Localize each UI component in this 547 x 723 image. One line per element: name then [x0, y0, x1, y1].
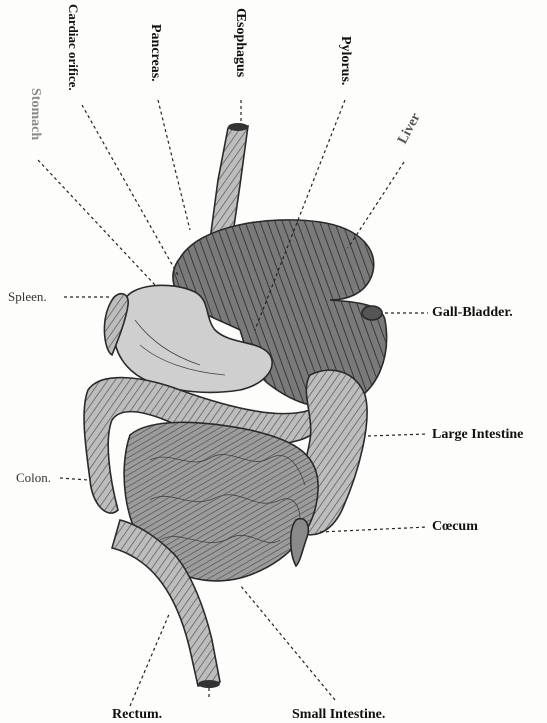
cardiac-leader	[82, 105, 178, 275]
small-intestine-leader	[240, 585, 335, 700]
rectum-opening	[198, 680, 220, 688]
label-colon: Colon.	[16, 471, 51, 484]
colon-leader	[60, 478, 88, 480]
label-oesophagus: Œsophagus	[233, 8, 247, 77]
label-stomach: Stomach	[28, 88, 42, 140]
oesophagus-opening	[228, 123, 248, 131]
label-large-intestine: Large Intestine	[432, 428, 523, 442]
gall-bladder-shape	[362, 306, 382, 320]
pancreas-leader	[158, 100, 190, 230]
label-pylorus: Pylorus.	[338, 36, 352, 85]
large-intestine-leader	[368, 434, 428, 436]
label-caecum: Cœcum	[432, 520, 478, 534]
label-gall-bladder: Gall-Bladder.	[432, 306, 513, 320]
caecum-leader	[320, 527, 428, 532]
label-cardiac-orifice: Cardiac orifice.	[67, 4, 80, 104]
caecum-shape	[291, 519, 309, 566]
label-spleen: Spleen.	[8, 290, 47, 303]
label-rectum: Rectum.	[112, 708, 162, 722]
rectum-leader	[130, 612, 170, 706]
label-pancreas: Pancreas.	[148, 24, 162, 82]
oesophagus-shape	[210, 126, 248, 240]
label-small-intestine: Small Intestine.	[292, 708, 385, 722]
stomach-leader	[38, 160, 155, 285]
